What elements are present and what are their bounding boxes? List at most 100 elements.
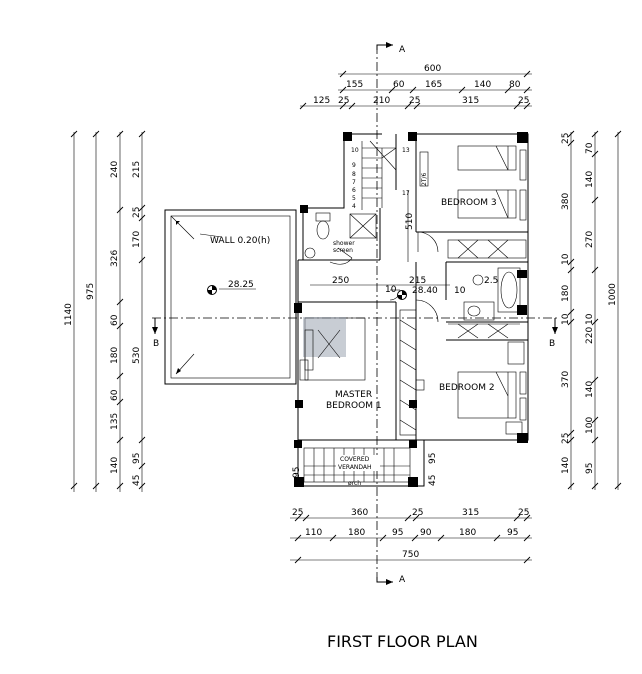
dimension-tick <box>567 139 575 147</box>
dim-bot-360: 360 <box>351 508 368 518</box>
dimension-tick <box>493 534 501 542</box>
dim-10c: 10 <box>454 286 466 296</box>
section-a-label-top: A <box>399 45 406 55</box>
dimension-tick <box>591 196 599 204</box>
dimension-tick <box>504 86 512 94</box>
dimension-tick <box>614 482 622 490</box>
dimension-tick <box>523 70 531 78</box>
dimension-tick <box>591 436 599 444</box>
verandah-label-1: COVERED <box>340 456 370 463</box>
dimension-tick <box>591 376 599 384</box>
terrace: WALL 0.20(h) 28.25 <box>164 209 297 385</box>
dim-top-155: 155 <box>346 80 363 90</box>
dimension-tick <box>70 482 78 490</box>
tv-label: 2T/6 <box>421 172 428 186</box>
dim-right-140b: 140 <box>585 171 595 188</box>
dim-top-60: 60 <box>393 80 405 90</box>
dim-right-100: 100 <box>585 417 595 434</box>
section-line-b: B B <box>152 317 558 349</box>
dim-left-180: 180 <box>110 347 120 364</box>
stair: 10 9 8 7 6 5 4 13 17 <box>351 140 417 436</box>
dim-left-60a: 60 <box>110 314 120 326</box>
dimension-tick <box>437 534 445 542</box>
dim-right-70: 70 <box>585 142 595 154</box>
dim-right-1000: 1000 <box>608 283 618 306</box>
dimension-tick <box>523 514 531 522</box>
dim-250: 250 <box>332 276 349 286</box>
dimension-tick <box>92 130 100 138</box>
dim-left-215: 215 <box>132 161 142 178</box>
dimension-tick <box>138 436 146 444</box>
stair-step-8: 8 <box>352 171 356 178</box>
dimension-tick <box>339 86 347 94</box>
stair-step-9: 9 <box>352 162 356 169</box>
dim-right-10a: 10 <box>561 253 571 265</box>
page-title: FIRST FLOOR PLAN <box>327 632 478 651</box>
dimension-tick <box>591 266 599 274</box>
dimension-tick <box>591 130 599 138</box>
dim-left-60b: 60 <box>110 389 120 401</box>
dimension-tick <box>567 258 575 266</box>
dim-bot-180a: 180 <box>348 528 365 538</box>
dim-left-240: 240 <box>110 161 120 178</box>
dimension-tick <box>458 86 466 94</box>
bedroom2-label: BEDROOM 2 <box>439 383 495 393</box>
dim-510: 510 <box>405 213 415 230</box>
dim-top-125: 125 <box>313 96 330 106</box>
dimension-tick <box>116 436 124 444</box>
shower-label-2: screen <box>333 247 353 254</box>
bathroom <box>415 239 527 339</box>
dimension-tick <box>138 462 146 470</box>
covered-verandah: COVERED VERANDAH ørch <box>303 447 411 487</box>
dimension-tick <box>339 102 347 110</box>
verandah-label-2: VERANDAH <box>338 464 372 471</box>
dimension-tick <box>299 102 307 110</box>
dimension-tick <box>116 298 124 306</box>
bedroom3-label: BEDROOM 3 <box>441 198 497 208</box>
dim-bot-90: 90 <box>420 528 432 538</box>
dim-ver-95a: 95 <box>292 467 302 478</box>
bedroom-3: 2T/6 BEDROOM 3 <box>417 145 527 253</box>
dim-left-140: 140 <box>110 457 120 474</box>
dimension-tick <box>70 130 78 138</box>
dimension-tick <box>138 256 146 264</box>
dim-right-180: 180 <box>561 285 571 302</box>
section-a-label-bottom: A <box>399 575 406 585</box>
dim-top-210: 210 <box>373 96 390 106</box>
dimension-tick <box>567 429 575 437</box>
dimension-tick <box>591 482 599 490</box>
dimension-tick <box>567 266 575 274</box>
bedroom-2: BEDROOM 2 <box>415 341 527 435</box>
dimension-tick <box>138 214 146 222</box>
dimension-tick <box>339 70 347 78</box>
section-b-label-left: B <box>153 339 159 349</box>
dimension-tick <box>513 514 521 522</box>
master-label-1: MASTER <box>335 390 372 400</box>
dim-top-165: 165 <box>425 80 442 90</box>
dim-top-25c: 25 <box>518 96 529 106</box>
dimension-tick <box>523 534 531 542</box>
dimension-tick <box>92 482 100 490</box>
shower-label-1: shower <box>333 240 355 247</box>
dimension-tick <box>388 86 396 94</box>
dim-2-5: 2.5 <box>484 276 498 286</box>
section-b-label-right: B <box>549 339 555 349</box>
dimension-tick <box>614 130 622 138</box>
dim-ver-95b: 95 <box>428 453 438 464</box>
dim-right-25b: 25 <box>561 433 571 444</box>
level-marker-landing <box>397 290 407 300</box>
highlight-box <box>303 317 346 357</box>
dimension-tick <box>413 102 421 110</box>
dimension-tick <box>591 318 599 326</box>
dimension-ticks <box>70 70 622 564</box>
dim-right-10b: 10 <box>561 313 571 325</box>
dim-right-25a: 25 <box>561 133 571 144</box>
dimension-tick <box>513 102 521 110</box>
dim-left-530: 530 <box>132 347 142 364</box>
dimension-tick <box>294 514 302 522</box>
dimension-tick <box>116 322 124 330</box>
stair-step-13: 13 <box>402 147 410 154</box>
master-label-2: BEDROOM 1 <box>326 401 382 411</box>
dimension-tick <box>404 102 412 110</box>
dimension-tick <box>116 372 124 380</box>
